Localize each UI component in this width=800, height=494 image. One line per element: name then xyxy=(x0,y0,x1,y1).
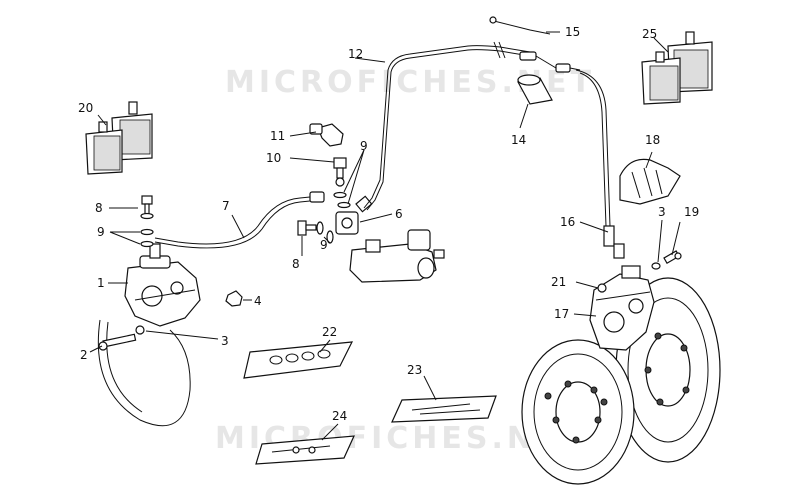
bolt-caliper-right xyxy=(597,283,607,293)
protective-sleeve xyxy=(517,74,553,105)
callout-22: 22 xyxy=(322,325,337,339)
callout-25: 25 xyxy=(642,27,657,41)
callout-7: 7 xyxy=(222,199,230,213)
callout-3-left: 3 xyxy=(221,334,229,348)
callout-3-right: 3 xyxy=(658,205,666,219)
right-caliper xyxy=(589,265,655,351)
callout-9-middle: 9 xyxy=(320,238,328,252)
brake-hose-left xyxy=(154,191,325,249)
brake-hose-right xyxy=(575,69,625,259)
callout-4: 4 xyxy=(254,294,262,308)
brake-pipe-long xyxy=(363,41,531,211)
callout-24: 24 xyxy=(332,409,347,423)
gasket-kit-bag xyxy=(243,341,354,379)
right-brake-disc-front xyxy=(521,339,635,485)
callout-1: 1 xyxy=(97,276,105,290)
callout-9-top: 9 xyxy=(360,139,368,153)
washer-switch-a xyxy=(333,191,347,199)
nut-left xyxy=(225,290,243,307)
callout-6: 6 xyxy=(395,207,403,221)
left-brake-disc xyxy=(97,319,191,427)
callout-14: 14 xyxy=(511,133,526,147)
callout-10: 10 xyxy=(266,151,281,165)
callout-23: 23 xyxy=(407,363,422,377)
pressure-switch-cap xyxy=(309,123,344,147)
washer-left xyxy=(135,325,145,335)
brake-junction xyxy=(335,195,373,235)
pad-spring xyxy=(619,158,681,205)
callout-8-middle: 8 xyxy=(292,257,300,271)
callout-17: 17 xyxy=(554,307,569,321)
callout-15: 15 xyxy=(565,25,580,39)
callout-18: 18 xyxy=(645,133,660,147)
callout-11: 11 xyxy=(270,129,285,143)
callout-8-left: 8 xyxy=(95,201,103,215)
callout-21: 21 xyxy=(551,275,566,289)
left-caliper xyxy=(124,243,201,327)
brake-pads-left xyxy=(85,101,153,175)
callout-19: 19 xyxy=(684,205,699,219)
wire-clip xyxy=(489,16,551,35)
seal-kit-bag xyxy=(391,395,497,423)
caliper-bolt xyxy=(98,333,137,351)
brake-pads-right xyxy=(641,31,713,105)
banjo-bolt-middle xyxy=(297,220,334,244)
callout-20: 20 xyxy=(78,101,93,115)
callout-12: 12 xyxy=(348,47,363,61)
washer-switch-b xyxy=(337,201,351,209)
leader-lines xyxy=(89,31,681,441)
callout-16: 16 xyxy=(560,215,575,229)
callout-labels: 1 2 3 3 4 6 7 8 8 9 9 9 10 11 12 14 15 1… xyxy=(78,25,699,423)
pressure-switch xyxy=(333,157,347,187)
master-cylinder xyxy=(349,229,445,283)
washer-right xyxy=(651,262,661,270)
callout-9-left: 9 xyxy=(97,225,105,239)
callout-2: 2 xyxy=(80,348,88,362)
banjo-bolt-left xyxy=(140,195,154,248)
bolt-right xyxy=(663,250,682,265)
pipe-fittings xyxy=(519,51,581,73)
